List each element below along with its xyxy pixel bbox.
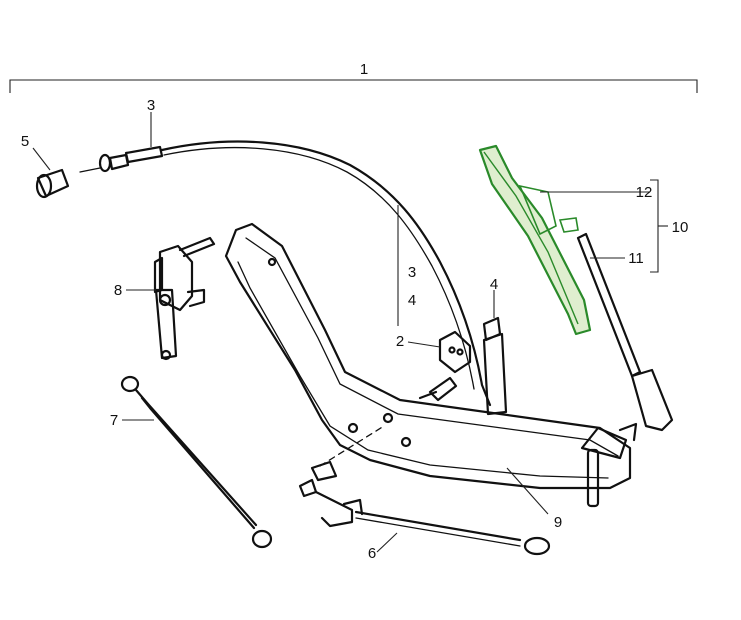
callout-11: 11 [628, 250, 644, 267]
assembly-bracket: 1 [9, 61, 698, 93]
alignment-line [319, 425, 385, 467]
pump-bracket: 2 [396, 330, 472, 402]
callout-8: 8 [114, 282, 122, 299]
motor-bracket: 8 [114, 236, 216, 361]
callout-10: 10 [672, 219, 689, 236]
wiper-frame: 9 [224, 222, 638, 531]
knob: 5 [21, 133, 70, 199]
callout-6: 6 [368, 545, 376, 562]
callout-9: 9 [554, 514, 562, 531]
callout-12: 12 [636, 184, 653, 201]
callout-3-cable: 3 [147, 97, 155, 114]
wiper-arm: 11 [576, 232, 674, 432]
connecting-rod-lower: 6 [298, 460, 551, 562]
wiper-blade: 12 [478, 144, 653, 336]
wiper-set-bracket: 10 [650, 179, 689, 273]
callout-3-ref: 3 [408, 264, 416, 281]
callout-1: 1 [360, 61, 368, 78]
control-cable: 3 3 4 [79, 97, 492, 407]
connecting-rod-left: 7 [110, 375, 273, 549]
callout-4-ref: 4 [408, 292, 416, 309]
callout-4: 4 [490, 276, 498, 293]
cable-guide: 4 [482, 276, 508, 416]
callout-2: 2 [396, 333, 404, 350]
callout-5: 5 [21, 133, 29, 150]
callout-7: 7 [110, 412, 118, 429]
